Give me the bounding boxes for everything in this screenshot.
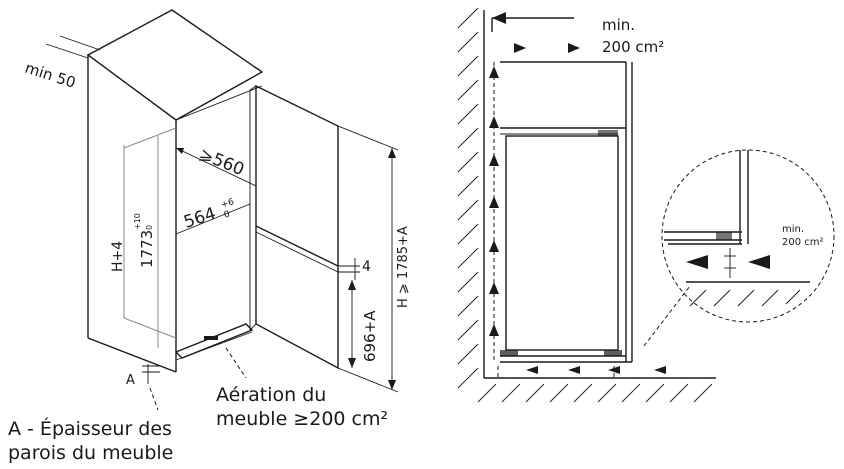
label-depth: ⩾560 [196, 144, 247, 180]
caption-ventilation: Aération du meuble ≥200 cm² [216, 383, 388, 431]
label-min-detail-1: min. [782, 224, 804, 235]
caption-ventilation-line1: Aération du [216, 384, 327, 406]
label-niche-height-tol2: 0 [145, 225, 154, 230]
label-width: 564 [181, 204, 218, 233]
label-gap: 4 [362, 259, 371, 275]
label-lower-height: 696+A [361, 310, 379, 362]
label-min-top-2: 200 cm² [602, 38, 664, 56]
caption-ventilation-line2: meuble ≥200 cm² [216, 408, 389, 430]
label-a: A [126, 373, 135, 388]
label-width-tol: +6 [220, 197, 236, 211]
caption-a-line2: parois du meuble [8, 442, 174, 464]
label-min-top-1: min. [602, 16, 635, 34]
ventilation-side-figure: min. 200 cm² [457, 7, 716, 403]
label-h4: H+4 [110, 241, 126, 272]
label-niche-height: 1773 [138, 230, 156, 268]
cabinet-isometric-figure: min 50 ⩾560 564 +6 0 H+4 1773 +10 0 H ⩾ … [23, 9, 411, 411]
caption-a-thickness: A - Épaisseur des parois du meuble [8, 417, 173, 465]
wall-hatching [457, 7, 716, 403]
label-niche-height-tol: +10 [133, 213, 142, 230]
label-width-tol2: 0 [223, 209, 232, 220]
detail-magnifier: min. 200 cm² [661, 149, 835, 323]
label-min50: min 50 [23, 59, 78, 92]
caption-a-line1: A - Épaisseur des [8, 418, 172, 440]
label-total-height: H ⩾ 1785+A [396, 226, 411, 308]
label-min-detail-2: 200 cm² [782, 237, 824, 248]
